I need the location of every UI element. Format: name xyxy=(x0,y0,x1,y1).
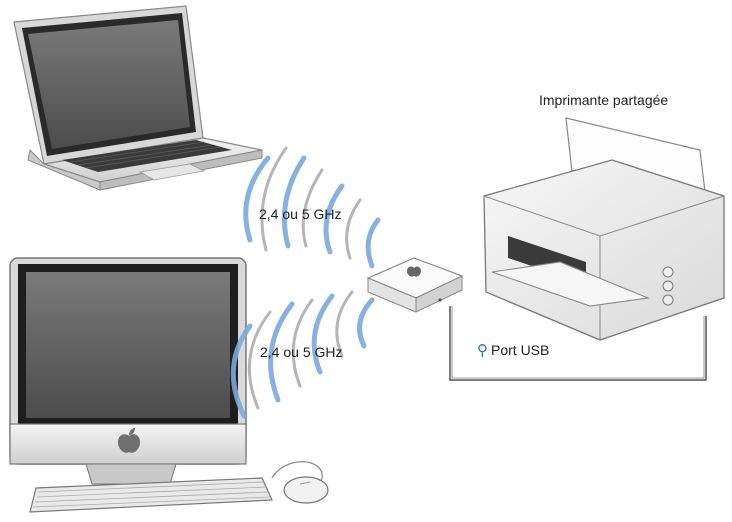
printer-label: Imprimante partagée xyxy=(539,92,669,108)
imac-desktop xyxy=(9,257,247,485)
usb-icon: ⚲ xyxy=(477,342,488,359)
wireless-signal-desktop xyxy=(230,290,375,419)
usb-cable xyxy=(449,306,707,381)
keyboard xyxy=(29,477,273,513)
frequency-label-desktop: 2,4 ou 5 GHz xyxy=(260,344,343,360)
apple-logo-icon xyxy=(118,428,140,453)
airport-base-station xyxy=(366,257,464,313)
frequency-label-laptop: 2,4 ou 5 GHz xyxy=(259,206,342,222)
wireless-signal-laptop xyxy=(243,146,381,269)
usb-port-label: ⚲Port USB xyxy=(477,341,549,359)
shared-printer xyxy=(483,117,725,341)
mouse xyxy=(271,461,329,504)
laptop xyxy=(13,5,263,191)
usb-port-text: Port USB xyxy=(491,342,550,358)
